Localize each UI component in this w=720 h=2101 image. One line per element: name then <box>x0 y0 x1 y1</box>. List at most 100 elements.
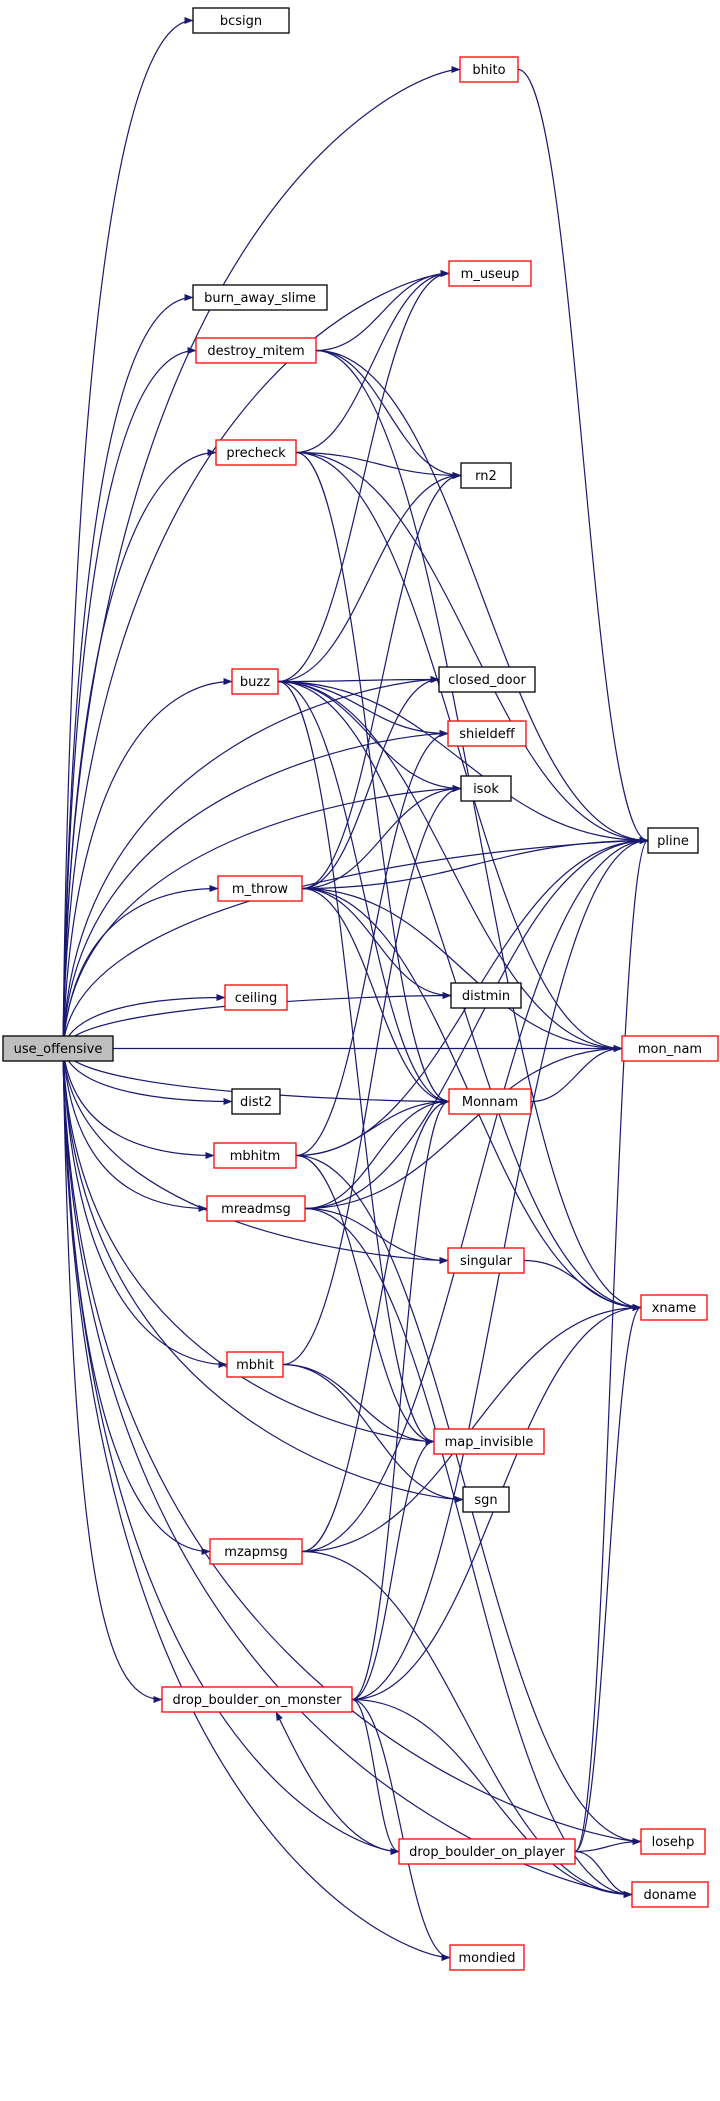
edge-use_offensive-to-destroy_mitem <box>62 347 197 1049</box>
node-xname[interactable]: xname <box>640 1294 708 1321</box>
edge-buzz-to-Monnam <box>277 680 450 1105</box>
node-label-losehp: losehp <box>652 1835 695 1850</box>
edge-use_offensive-to-m_throw <box>62 885 219 1049</box>
node-pline[interactable]: pline <box>647 827 699 854</box>
node-map_invisible[interactable]: map_invisible <box>433 1428 545 1455</box>
node-label-mzapmsg: mzapmsg <box>224 1545 287 1560</box>
edge-drop_boulder_on_monster-to-Monnam <box>351 1098 450 1701</box>
edge-mbhit-to-map_invisible <box>282 1363 435 1445</box>
node-label-pline: pline <box>657 834 689 849</box>
edge-m_throw-to-rn2 <box>301 472 462 890</box>
node-box-Monnam <box>448 1088 532 1115</box>
edge-use_offensive-to-singular <box>62 1048 449 1264</box>
node-rn2[interactable]: rn2 <box>460 462 512 489</box>
edge-mbhit-to-sgn <box>282 1363 464 1503</box>
node-drop_boulder_on_player[interactable]: drop_boulder_on_player <box>398 1838 576 1865</box>
node-losehp[interactable]: losehp <box>640 1828 706 1855</box>
edge-precheck-to-rn2 <box>295 451 462 479</box>
node-destroy_mitem[interactable]: destroy_mitem <box>195 337 317 364</box>
node-doname[interactable]: doname <box>631 1881 709 1908</box>
edge-drop_boulder_on_monster-to-doname <box>351 1698 633 1898</box>
edge-buzz-to-closed_door <box>277 676 440 684</box>
edge-bhito-to-pline <box>517 68 649 844</box>
edge-buzz-to-shieldeff <box>277 680 449 737</box>
node-use_offensive: use_offensive <box>2 1035 114 1062</box>
node-bhito[interactable]: bhito <box>459 56 519 83</box>
node-drop_boulder_on_monster[interactable]: drop_boulder_on_monster <box>161 1686 353 1713</box>
edge-use_offensive-to-drop_boulder_on_player <box>62 1048 400 1855</box>
node-box-isok <box>460 775 512 802</box>
edge-Monnam-to-mon_nam <box>530 1045 623 1103</box>
edge-mreadmsg-to-Monnam <box>304 1098 450 1210</box>
edge-buzz-to-rn2 <box>277 472 462 683</box>
node-mondied[interactable]: mondied <box>449 1944 525 1971</box>
edge-destroy_mitem-to-rn2 <box>315 349 462 479</box>
node-bcsign[interactable]: bcsign <box>192 7 290 34</box>
edge-use_offensive-to-mzapmsg <box>62 1048 211 1555</box>
edge-use_offensive-to-precheck <box>62 449 217 1049</box>
node-precheck[interactable]: precheck <box>215 439 297 466</box>
node-label-mreadmsg: mreadmsg <box>221 1202 291 1217</box>
edge-use_offensive-to-mbhitm <box>62 1048 215 1159</box>
edge-use_offensive-to-closed_door <box>62 676 440 1049</box>
node-box-ceiling <box>224 984 288 1011</box>
node-label-mondied: mondied <box>459 1951 516 1966</box>
node-label-shieldeff: shieldeff <box>459 727 515 742</box>
node-m_useup[interactable]: m_useup <box>448 260 532 287</box>
nodes-layer: use_offensive bcsign bhito burn_away_slimed… <box>2 7 719 1971</box>
node-label-mbhit: mbhit <box>236 1358 274 1373</box>
edges-layer <box>62 17 649 1961</box>
edge-use_offensive-to-dist2 <box>62 1048 233 1105</box>
edge-mzapmsg-to-Monnam <box>301 1098 450 1553</box>
node-box-distmin <box>450 982 522 1009</box>
node-label-distmin: distmin <box>462 989 510 1004</box>
edge-mreadmsg-to-mon_nam <box>304 1045 623 1210</box>
node-sgn[interactable]: sgn <box>462 1486 510 1513</box>
node-mbhit[interactable]: mbhit <box>226 1351 284 1378</box>
node-label-use_offensive: use_offensive <box>14 1042 103 1057</box>
node-box-burn_away_slime <box>192 284 328 311</box>
edge-use_offensive-to-burn_away_slime <box>62 294 194 1049</box>
edge-mreadmsg-to-doname <box>304 1207 633 1898</box>
node-label-buzz: buzz <box>240 675 270 690</box>
edge-m_throw-to-distmin <box>301 887 452 999</box>
edge-use_offensive-to-mreadmsg <box>62 1048 208 1212</box>
edge-mbhitm-to-shieldeff <box>295 730 449 1157</box>
node-box-dist2 <box>231 1088 281 1115</box>
node-label-closed_door: closed_door <box>448 673 526 688</box>
edge-use_offensive-to-bcsign <box>62 17 194 1049</box>
node-box-pline <box>647 827 699 854</box>
node-singular[interactable]: singular <box>447 1247 525 1274</box>
node-mon_nam[interactable]: mon_nam <box>621 1035 719 1062</box>
node-box-singular <box>447 1247 525 1274</box>
node-Monnam[interactable]: Monnam <box>448 1088 532 1115</box>
edge-mbhitm-to-map_invisible <box>295 1154 435 1445</box>
node-shieldeff[interactable]: shieldeff <box>447 720 527 747</box>
node-box-map_invisible <box>433 1428 545 1455</box>
edge-m_throw-to-Monnam <box>301 887 450 1105</box>
edge-destroy_mitem-to-pline <box>315 349 649 844</box>
node-mbhitm[interactable]: mbhitm <box>213 1142 297 1169</box>
edge-drop_boulder_on_monster-to-map_invisible <box>351 1438 435 1701</box>
edge-m_throw-to-isok <box>301 785 462 890</box>
node-label-singular: singular <box>460 1254 513 1269</box>
node-dist2[interactable]: dist2 <box>231 1088 281 1115</box>
node-box-drop_boulder_on_monster <box>161 1686 353 1713</box>
node-distmin[interactable]: distmin <box>450 982 522 1009</box>
node-box-bhito <box>459 56 519 83</box>
node-label-dist2: dist2 <box>240 1095 272 1110</box>
node-isok[interactable]: isok <box>460 775 512 802</box>
node-m_throw[interactable]: m_throw <box>217 875 303 902</box>
node-ceiling[interactable]: ceiling <box>224 984 288 1011</box>
node-mreadmsg[interactable]: mreadmsg <box>206 1195 306 1222</box>
edge-use_offensive-to-shieldeff <box>62 730 449 1049</box>
node-mzapmsg[interactable]: mzapmsg <box>209 1538 303 1565</box>
edge-precheck-to-pline <box>295 451 649 844</box>
edge-singular-to-xname <box>523 1259 642 1311</box>
node-label-drop_boulder_on_player: drop_boulder_on_player <box>409 1845 565 1860</box>
node-label-isok: isok <box>473 782 499 797</box>
node-buzz[interactable]: buzz <box>231 668 279 695</box>
node-box-m_useup <box>448 260 532 287</box>
node-burn_away_slime[interactable]: burn_away_slime <box>192 284 328 311</box>
node-closed_door[interactable]: closed_door <box>438 666 536 693</box>
